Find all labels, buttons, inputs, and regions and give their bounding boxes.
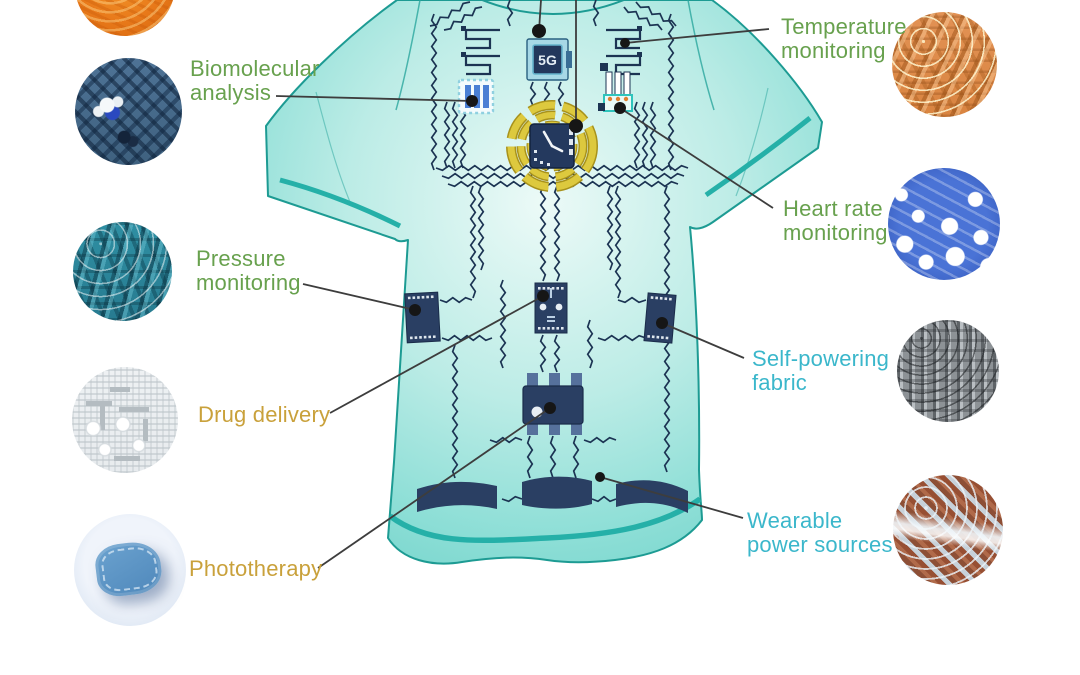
zigzag-trace bbox=[469, 185, 477, 299]
5g-chip: 5G bbox=[526, 38, 572, 81]
phototherapy-patch-micrograph bbox=[74, 514, 186, 626]
zigzag-trace bbox=[451, 101, 459, 169]
zigzag-trace bbox=[439, 296, 473, 304]
zigzag-trace bbox=[635, 1, 677, 27]
zigzag-trace bbox=[553, 185, 561, 282]
processor-chip bbox=[522, 373, 584, 435]
5g-chip-label: 5G bbox=[538, 52, 557, 68]
leader-line bbox=[302, 283, 416, 311]
leader-dot bbox=[620, 38, 630, 48]
collar-line bbox=[481, 0, 625, 15]
right-cuff-stripe bbox=[704, 116, 812, 198]
phototherapy-cap bbox=[93, 539, 165, 599]
gown-body bbox=[265, 0, 823, 565]
zigzag-trace bbox=[641, 101, 649, 169]
power-source-knit-micrograph bbox=[893, 475, 1003, 585]
zigzag-trace bbox=[623, 6, 663, 31]
leader-dot bbox=[466, 95, 478, 107]
right-sleeve-fold bbox=[735, 87, 769, 197]
hem-stripe bbox=[388, 496, 702, 544]
zigzag-trace bbox=[501, 495, 523, 503]
leader-line bbox=[599, 476, 744, 519]
zigzag-trace bbox=[633, 101, 641, 169]
temperature-knit-micrograph bbox=[892, 12, 997, 117]
left-cuff-stripe bbox=[279, 177, 402, 229]
leader-dot bbox=[656, 317, 668, 329]
leader-dot bbox=[409, 304, 421, 316]
zigzag-trace bbox=[430, 13, 438, 171]
zigzag-trace bbox=[586, 319, 594, 369]
zigzag-trace bbox=[529, 81, 537, 107]
zigzag-trace bbox=[443, 6, 483, 31]
leader-dot bbox=[569, 119, 583, 133]
zigzag-trace bbox=[553, 334, 561, 373]
zigzag-trace bbox=[583, 436, 617, 444]
leader-lines bbox=[275, 0, 774, 569]
zigzag-trace bbox=[443, 101, 451, 169]
zigzag-trace bbox=[539, 334, 547, 373]
leader-line bbox=[329, 295, 544, 414]
left-sleeve-fold bbox=[315, 91, 351, 203]
zigzag-trace bbox=[506, 0, 514, 27]
leader-dot bbox=[544, 402, 556, 414]
zigzag-trace bbox=[441, 334, 493, 342]
zigzag-trace bbox=[617, 296, 647, 304]
wearable-power-bands bbox=[417, 476, 688, 513]
watch-chip bbox=[529, 123, 575, 169]
zigzag-trace bbox=[606, 185, 614, 271]
zigzag-trace bbox=[451, 344, 459, 479]
leader-dot bbox=[614, 102, 626, 114]
zigzag-trace bbox=[499, 279, 507, 369]
leader-dot bbox=[532, 24, 546, 38]
leader-line bbox=[275, 95, 473, 102]
left-antenna bbox=[461, 26, 500, 76]
biomolecular-fabric-micrograph bbox=[75, 58, 182, 165]
zigzag-trace bbox=[591, 495, 617, 503]
zigzag-trace bbox=[526, 435, 534, 479]
zigzag-trace bbox=[649, 101, 657, 169]
biomolecular-chip bbox=[457, 78, 495, 115]
leader-dot bbox=[537, 290, 549, 302]
leader-line bbox=[661, 322, 745, 359]
right-shoulder-seam bbox=[687, 0, 715, 111]
leader-dot bbox=[595, 472, 605, 482]
self-powering-knit-micrograph bbox=[897, 320, 999, 422]
zigzag-trace bbox=[592, 0, 600, 27]
pressure-knit-micrograph bbox=[73, 222, 172, 321]
zigzag-trace bbox=[489, 436, 523, 444]
zigzag-trace bbox=[667, 13, 675, 171]
label-phototherapy: Phototherapy bbox=[189, 556, 323, 581]
pressure-patch bbox=[404, 291, 441, 344]
zigzag-trace bbox=[597, 334, 647, 342]
leader-line bbox=[624, 28, 770, 44]
drug-delivery-textile-micrograph bbox=[72, 367, 178, 473]
zigzag-trace bbox=[477, 185, 485, 271]
zigzag-trace bbox=[549, 435, 557, 479]
leader-line bbox=[619, 107, 774, 209]
zigzag-trace bbox=[557, 81, 565, 107]
zigzag-trace bbox=[539, 185, 547, 282]
zigzag-trace bbox=[572, 435, 580, 479]
heart-rate-fabric-micrograph bbox=[888, 168, 1000, 280]
zigzag-trace bbox=[614, 185, 622, 299]
heart-rate-chip bbox=[598, 63, 633, 112]
leader-line bbox=[317, 407, 551, 569]
zigzag-trace bbox=[429, 1, 471, 27]
label-drug-delivery: Drug delivery bbox=[198, 402, 331, 427]
drug-delivery-chip bbox=[534, 282, 568, 334]
